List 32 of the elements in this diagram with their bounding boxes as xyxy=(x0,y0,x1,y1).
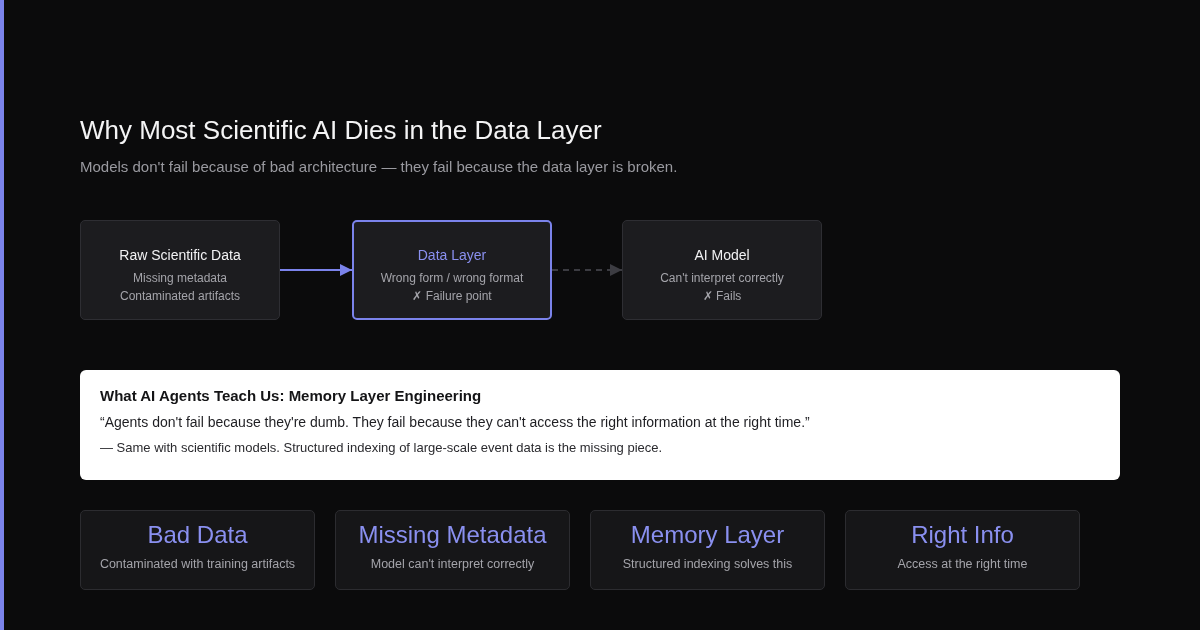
arrow xyxy=(551,264,623,276)
subtitle: Models don't fail because of bad architecture — they fail because the data layer is broken. xyxy=(80,157,678,177)
topic-title: Bad Data xyxy=(147,521,248,549)
topic-title: Missing Metadata xyxy=(358,521,547,549)
info-card xyxy=(80,510,315,590)
process-step xyxy=(80,220,280,320)
arrow xyxy=(279,264,353,276)
info-card xyxy=(335,510,570,590)
topic-description: Contaminated with training artifacts xyxy=(99,556,296,573)
topic-description: Model can't interpret correctly xyxy=(370,556,535,573)
step-note: ✗ Fails xyxy=(702,288,742,305)
topic-description: Structured indexing solves this xyxy=(622,556,793,573)
step-note: ✗ Failure point xyxy=(412,288,492,305)
process-step xyxy=(622,220,822,320)
step-title: Data Layer xyxy=(417,246,487,264)
step-note: Wrong form / wrong format xyxy=(380,270,524,287)
step-note: Contaminated artifacts xyxy=(119,288,241,305)
panel-heading: What AI Agents Teach Us: Memory Layer Engineering xyxy=(100,386,483,406)
info-card xyxy=(845,510,1080,590)
topic-title: Memory Layer xyxy=(630,521,785,549)
info-card xyxy=(590,510,825,590)
page-title: Why Most Scientific AI Dies in the Data Layer xyxy=(80,114,602,147)
process-step xyxy=(352,220,552,320)
step-title: AI Model xyxy=(694,246,750,264)
topic-title: Right Info xyxy=(911,521,1014,549)
step-note: Missing metadata xyxy=(132,270,227,287)
note-text: — Same with scientific models. Structured indexing of large-scale event data is the missing piece. xyxy=(100,439,664,457)
step-title: Raw Scientific Data xyxy=(119,246,241,264)
quote-text: “Agents don't fail because they're dumb. They fail because they can't access the right information at the right time.” xyxy=(100,413,811,432)
step-note: Can't interpret correctly xyxy=(660,270,784,287)
callout-panel xyxy=(80,370,1120,480)
topic-description: Access at the right time xyxy=(897,556,1028,573)
